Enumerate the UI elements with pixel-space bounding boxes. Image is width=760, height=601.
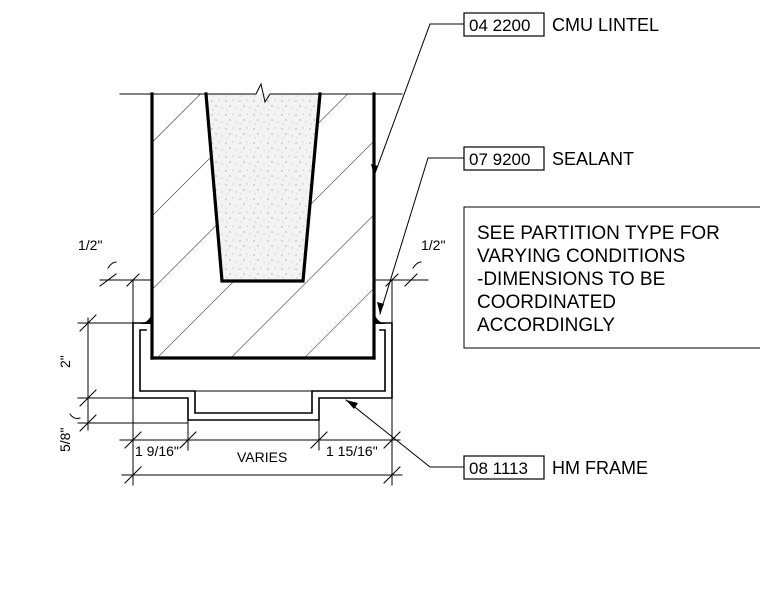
note-line: SEE PARTITION TYPE FOR [477,223,720,244]
callout-sealant: 07 9200 SEALANT [463,146,634,171]
callout-name: SEALANT [552,149,634,169]
sealant-beads [140,312,386,324]
dimension-labels: 1/2" 1/2" 2" 5/8" 1 9/16" 1 15/16" VARIE… [57,237,445,465]
callout-code: 04 2200 [469,16,530,35]
callout-name: CMU LINTEL [552,15,659,35]
callout-hm-frame: 08 1113 HM FRAME [463,455,648,480]
hm-frame [132,322,393,421]
dim-jamb-right: 1 15/16" [326,443,378,459]
callout-cmu-lintel: 04 2200 CMU LINTEL [463,12,659,37]
dim-frame-depth: 2" [57,355,73,368]
grout-core [206,94,320,281]
dimension-lines [69,261,429,486]
callout-leaders [345,23,465,468]
dim-gap-left: 1/2" [78,237,102,253]
partition-note: SEE PARTITION TYPE FOR VARYING CONDITION… [463,206,760,349]
dim-gap-right: 1/2" [421,237,445,253]
callout-name: HM FRAME [552,458,648,478]
dim-width: VARIES [237,449,287,465]
dim-jamb-left: 1 9/16" [135,443,179,459]
callout-code: 07 9200 [469,150,530,169]
note-line: -DIMENSIONS TO BE [477,269,665,290]
note-line: COORDINATED [477,292,616,313]
note-line: ACCORDINGLY [477,315,615,336]
note-line: VARYING CONDITIONS [477,246,685,267]
dim-frame-return: 5/8" [57,428,73,452]
callout-code: 08 1113 [469,459,528,478]
cmu-lintel [119,82,403,360]
